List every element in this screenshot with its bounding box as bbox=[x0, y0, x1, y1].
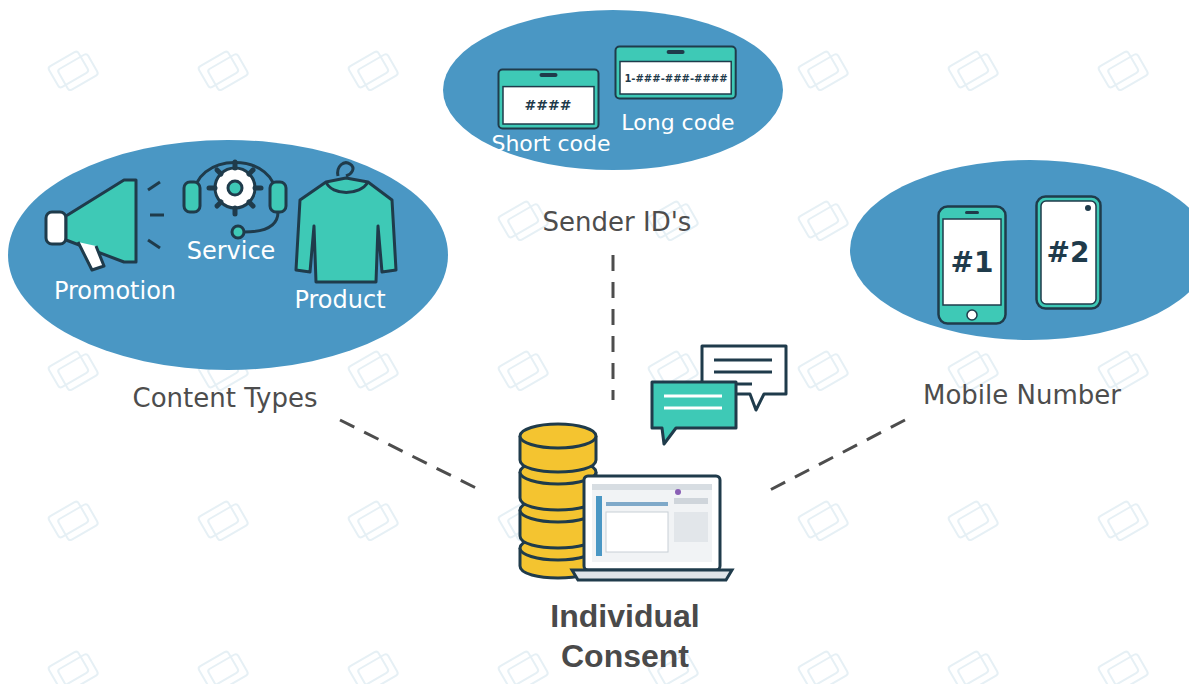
node-label: Long code bbox=[621, 110, 734, 135]
node-label: Content Types bbox=[133, 383, 318, 413]
chat-bubbles-icon bbox=[652, 346, 786, 444]
node-label: Mobile Number bbox=[923, 380, 1121, 410]
phone-one: #1 bbox=[937, 205, 1007, 325]
long-code-screen: 1-###-###-#### bbox=[614, 45, 737, 100]
dashed-connector bbox=[340, 420, 480, 490]
node-label: Service bbox=[187, 237, 276, 265]
node-label: Individual Consent bbox=[505, 596, 745, 676]
node-label: Promotion bbox=[54, 277, 176, 305]
node-label: Product bbox=[294, 286, 385, 314]
sender-ids-group: Short code Long codeSender ID's #### 1-###-… bbox=[443, 10, 783, 255]
mobile-number-group: Mobile Number #1 #2 bbox=[850, 160, 1189, 420]
consent-store: Individual Consent bbox=[480, 400, 770, 684]
phone-two: #2 bbox=[1035, 195, 1102, 310]
short-code-screen: #### bbox=[497, 68, 600, 130]
megaphone-icon bbox=[46, 180, 164, 270]
node-label: #1 bbox=[951, 246, 994, 279]
node-label: Sender ID's bbox=[543, 207, 692, 237]
content-types-group: Promotion ServiceProductContent Types bbox=[8, 140, 448, 420]
laptop-icon bbox=[572, 476, 732, 580]
dashed-connector bbox=[612, 255, 615, 400]
database-icon bbox=[520, 424, 596, 578]
node-label: 1-###-###-#### bbox=[624, 73, 727, 84]
node-label: Short code bbox=[491, 131, 610, 156]
node-label: #### bbox=[525, 97, 572, 113]
node-label: #2 bbox=[1047, 236, 1090, 269]
service-icon bbox=[184, 162, 286, 238]
product-icon bbox=[296, 163, 396, 282]
dashed-connector bbox=[770, 420, 905, 490]
